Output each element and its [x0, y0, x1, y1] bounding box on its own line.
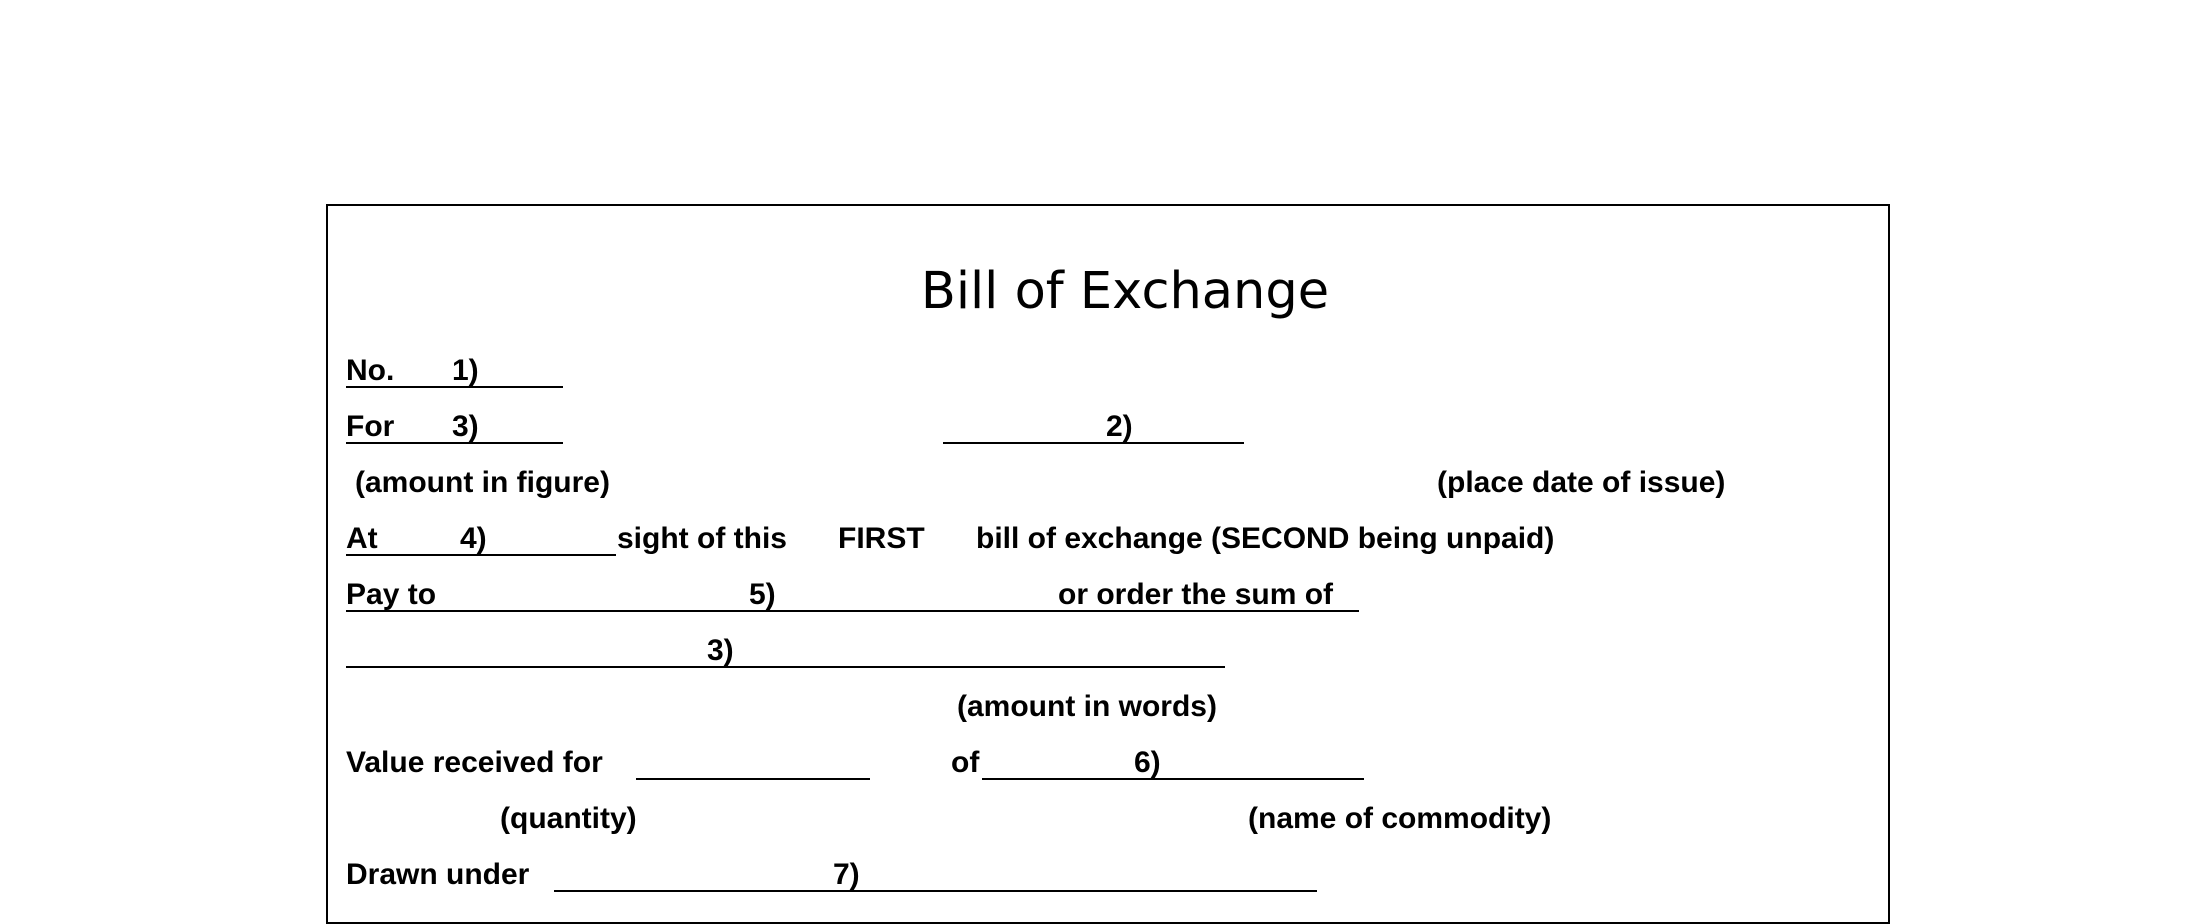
commodity-line[interactable]: [982, 778, 1364, 780]
bill-text: bill of exchange (SECOND being unpaid): [976, 522, 1555, 555]
number-field-line[interactable]: [346, 386, 563, 388]
amount-words-marker: 3): [707, 634, 734, 667]
commodity-marker: 6): [1134, 746, 1161, 779]
quantity-caption: (quantity): [500, 802, 637, 835]
quantity-line[interactable]: [636, 778, 870, 780]
place-date-line[interactable]: [943, 442, 1244, 444]
drawn-under-label: Drawn under: [346, 858, 530, 891]
sight-text: sight of this: [617, 522, 787, 555]
place-date-caption: (place date of issue): [1437, 466, 1726, 499]
amount-figure-marker: 3): [452, 410, 479, 443]
amount-figure-label: For: [346, 410, 395, 443]
amount-figure-caption: (amount in figure): [355, 466, 610, 499]
copy-label: FIRST: [838, 522, 925, 555]
amount-figure-line[interactable]: [346, 442, 563, 444]
amount-words-line[interactable]: [346, 666, 1225, 668]
amount-words-caption: (amount in words): [957, 690, 1217, 723]
number-label: No.: [346, 354, 395, 387]
place-date-marker: 2): [1106, 410, 1133, 443]
sight-field-line[interactable]: [346, 554, 616, 556]
document-title: Bill of Exchange: [920, 262, 1330, 321]
commodity-of-label: of: [951, 746, 980, 779]
payee-label: Pay to: [346, 578, 437, 611]
order-sum-text: or order the sum of: [1058, 578, 1334, 611]
sight-label: At: [346, 522, 378, 555]
value-received-label: Value received for: [346, 746, 603, 779]
number-field-marker: 1): [452, 354, 479, 387]
drawn-under-marker: 7): [833, 858, 860, 891]
payee-field-line[interactable]: [346, 610, 1359, 612]
commodity-caption: (name of commodity): [1248, 802, 1552, 835]
drawn-under-line[interactable]: [554, 890, 1317, 892]
payee-marker: 5): [749, 578, 776, 611]
sight-marker: 4): [460, 522, 487, 555]
